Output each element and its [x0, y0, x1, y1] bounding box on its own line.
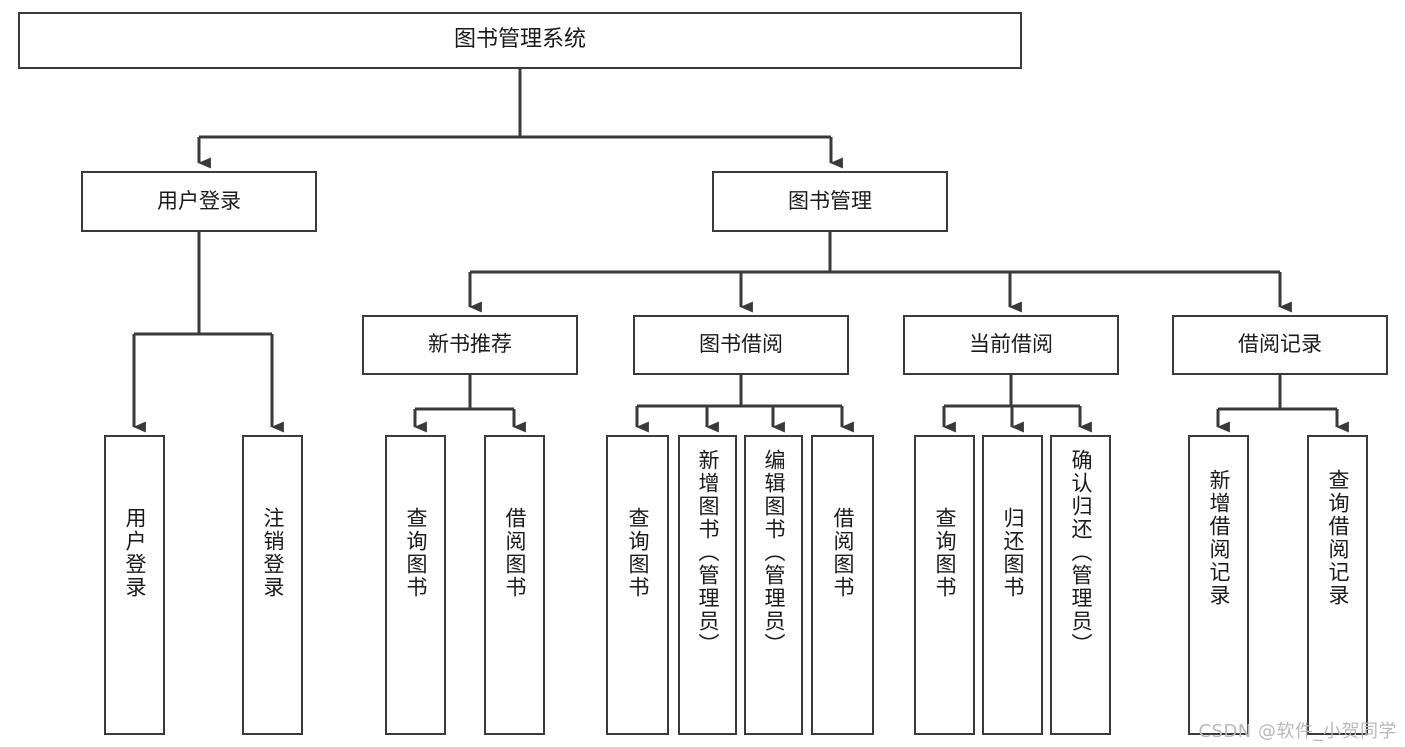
node-leaf-user-login-label: 用户登录	[123, 507, 148, 599]
node-book-manage-label: 图书管理	[788, 188, 872, 213]
node-leaf-add-book-label: 新增图书（管理员）	[696, 449, 721, 656]
node-leaf-query-book-3[interactable]: 查询图书	[914, 435, 975, 735]
node-leaf-query-book-2-label: 查询图书	[626, 507, 651, 599]
node-current-borrow-label: 当前借阅	[969, 332, 1053, 357]
node-leaf-user-logout[interactable]: 注销登录	[242, 435, 303, 735]
node-leaf-query-book-1-label: 查询图书	[404, 507, 429, 599]
node-leaf-return-book-label: 归还图书	[1001, 507, 1026, 599]
node-leaf-query-record-label: 查询借阅记录	[1326, 469, 1351, 607]
node-leaf-return-book[interactable]: 归还图书	[982, 435, 1043, 735]
node-leaf-user-login[interactable]: 用户登录	[104, 435, 165, 735]
watermark: CSDN @软件_小贺同学	[1198, 721, 1397, 742]
node-leaf-borrow-book-2-label: 借阅图书	[831, 507, 856, 599]
node-leaf-query-book-1[interactable]: 查询图书	[385, 435, 446, 735]
node-borrow-record-label: 借阅记录	[1238, 332, 1322, 357]
node-leaf-query-book-2[interactable]: 查询图书	[606, 435, 669, 735]
node-leaf-edit-book[interactable]: 编辑图书（管理员）	[744, 435, 803, 735]
node-book-borrow[interactable]: 图书借阅	[633, 315, 849, 375]
node-new-book-rec[interactable]: 新书推荐	[362, 315, 578, 375]
node-leaf-edit-book-label: 编辑图书（管理员）	[762, 449, 787, 656]
node-leaf-query-book-3-label: 查询图书	[933, 507, 958, 599]
node-borrow-record[interactable]: 借阅记录	[1172, 315, 1388, 375]
node-new-book-rec-label: 新书推荐	[428, 332, 512, 357]
node-leaf-user-logout-label: 注销登录	[261, 507, 286, 599]
node-user-login[interactable]: 用户登录	[81, 171, 317, 232]
node-leaf-borrow-book-1-label: 借阅图书	[503, 507, 528, 599]
node-leaf-borrow-book-2[interactable]: 借阅图书	[811, 435, 874, 735]
node-leaf-add-book[interactable]: 新增图书（管理员）	[678, 435, 737, 735]
node-book-manage[interactable]: 图书管理	[712, 171, 948, 232]
node-leaf-add-record-label: 新增借阅记录	[1207, 469, 1232, 607]
node-book-borrow-label: 图书借阅	[699, 332, 783, 357]
node-current-borrow[interactable]: 当前借阅	[903, 315, 1119, 375]
node-leaf-borrow-book-1[interactable]: 借阅图书	[484, 435, 545, 735]
node-leaf-add-record[interactable]: 新增借阅记录	[1188, 435, 1249, 735]
node-leaf-confirm-return[interactable]: 确认归还（管理员）	[1050, 435, 1111, 735]
node-leaf-confirm-return-label: 确认归还（管理员）	[1069, 449, 1094, 656]
node-leaf-query-record[interactable]: 查询借阅记录	[1307, 435, 1368, 735]
node-root[interactable]: 图书管理系统	[18, 12, 1022, 69]
node-root-label: 图书管理系统	[453, 27, 586, 53]
node-user-login-label: 用户登录	[157, 188, 241, 213]
